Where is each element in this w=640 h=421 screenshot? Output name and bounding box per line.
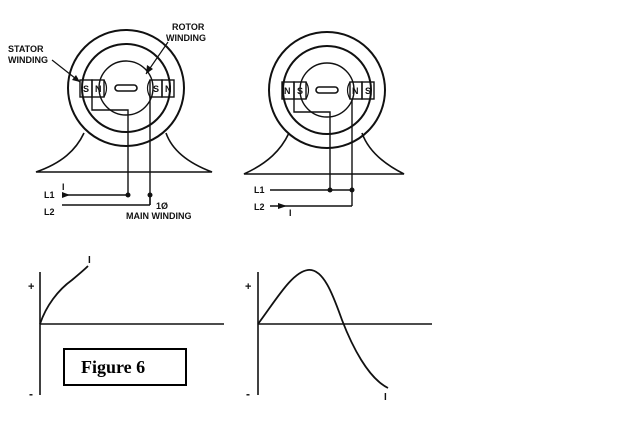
right-graph-curve-label: I [384,392,387,403]
right-graph: + - I [245,269,432,403]
left-motor-outer-housing [67,29,185,147]
left-rotor-pole-s: S [153,84,159,94]
left-graph: + - I [28,255,224,401]
left-rotor-pole-shoe [146,79,151,98]
right-motor-inner-housing [282,45,372,135]
right-graph-plus: + [245,281,251,293]
left-graph-minus: - [29,387,33,401]
right-winding-lead-1 [293,99,331,190]
left-stator-pole-s: S [83,84,89,94]
right-graph-current-curve [257,269,389,389]
left-stator-pole-shoe [103,79,108,98]
rotor-winding-label-line1: ROTOR [172,22,205,32]
right-motor-base [243,132,405,175]
main-winding-label: MAIN WINDING [126,211,192,221]
right-stator-pole-inner [293,81,307,100]
right-rotor-pole-s: S [365,86,371,96]
right-motor-outer-housing [268,31,386,149]
left-rotor-pole-outer [161,79,175,98]
left-rotor-shaft [114,84,138,92]
stator-label-arrowhead [72,75,80,82]
right-current-arrow [278,203,287,209]
left-graph-curve-label: I [88,255,91,266]
left-graph-current-curve [39,265,89,325]
left-stator-pole-inner [91,79,105,98]
left-l2-label: L2 [44,207,55,217]
figure-caption: Figure 6 [81,357,145,377]
left-graph-plus: + [28,281,34,293]
stator-winding-label-line1: STATOR [8,44,44,54]
right-motor-rotor-circle [299,62,355,118]
right-rotor-shaft [315,86,339,94]
right-motor: N S N S L1 L2 I [243,31,405,218]
left-current-arrow [62,192,70,198]
right-junction-l2 [349,187,355,193]
left-motor-rotor-circle [98,60,154,116]
figure-caption-box: Figure 6 [63,348,187,386]
right-stator-pole-shoe [305,81,310,100]
right-graph-minus: - [246,387,250,401]
right-stator-pole-s: S [297,86,303,96]
left-winding-lead-3 [91,97,104,111]
figure-caption-border [63,348,187,386]
right-stator-pole-n: N [284,86,291,96]
left-rotor-pole-n: N [165,84,172,94]
rotor-winding-label-line2: WINDING [166,33,206,43]
left-stator-pole-n: N [95,84,102,94]
right-rotor-pole-shoe [346,81,351,100]
right-junction-l1 [327,187,333,193]
right-rotor-pole-n: N [352,86,359,96]
left-motor: S N S N STATOR WINDING ROTOR WINDING L1 … [8,22,213,221]
left-motor-inner-housing [81,43,171,133]
left-motor-base [35,132,213,173]
left-junction-l1 [125,192,131,198]
left-phase-label: 1Ø [156,201,168,211]
right-rotor-pole-outer [361,81,375,100]
left-l1-label: L1 [44,190,55,200]
stator-winding-label-line2: WINDING [8,55,48,65]
left-winding-lead-1 [104,109,129,195]
right-l2-label: L2 [254,202,265,212]
right-current-label: I [289,208,292,218]
rotor-label-arrowhead [146,65,153,74]
right-l1-label: L1 [254,185,265,195]
left-current-label: I [62,182,65,192]
